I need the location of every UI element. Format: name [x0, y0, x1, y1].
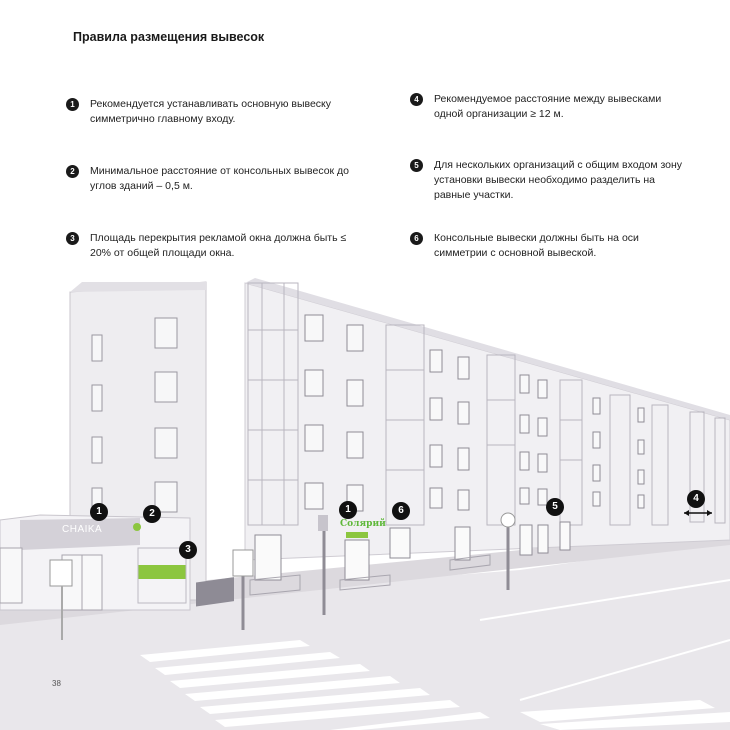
rule-text: Минимальное расстояние от консольных выв… — [90, 165, 350, 192]
shop-sign-chaika: CHAIKA — [62, 524, 103, 535]
rule-number-badge: 4 — [410, 93, 423, 106]
shop-sign-solyarium: Солярий — [340, 519, 386, 529]
rule-1: 1 Рекомендуется устанавливать основную в… — [66, 97, 356, 127]
rule-5: 5 Для нескольких организаций с общим вхо… — [410, 158, 685, 203]
rule-text: Для нескольких организаций с общим входо… — [434, 159, 683, 201]
rule-number-badge: 6 — [410, 232, 423, 245]
illustration-marker: 4 — [687, 490, 705, 508]
rule-6: 6 Консольные вывески должны быть на оси … — [410, 231, 685, 261]
illustration-marker: 2 — [143, 505, 161, 523]
rule-text: Рекомендуемое расстояние между вывесками… — [434, 93, 662, 120]
illustration-marker: 3 — [179, 541, 197, 559]
illustration-marker: 6 — [392, 502, 410, 520]
rule-2: 2 Минимальное расстояние от консольных в… — [66, 164, 366, 194]
crosswalk — [140, 640, 730, 730]
street-illustration — [0, 278, 730, 730]
rule-number-badge: 1 — [66, 98, 79, 111]
rule-number-badge: 5 — [410, 159, 423, 172]
rule-text: Площадь перекрытия рекламой окна должна … — [90, 232, 347, 259]
rule-4: 4 Рекомендуемое расстояние между вывеска… — [410, 92, 690, 122]
illustration-marker: 1 — [339, 501, 357, 519]
corner-shop — [0, 514, 191, 640]
rule-number-badge: 3 — [66, 232, 79, 245]
illustration-marker: 1 — [90, 503, 108, 521]
illustration-marker: 5 — [546, 498, 564, 516]
rule-text: Рекомендуется устанавливать основную выв… — [90, 98, 332, 125]
rule-text: Консольные вывески должны быть на оси си… — [434, 232, 639, 259]
long-building — [244, 278, 730, 596]
rule-number-badge: 2 — [66, 165, 79, 178]
page-number: 38 — [52, 679, 61, 688]
page-title: Правила размещения вывесок — [73, 30, 265, 44]
rule-3: 3 Площадь перекрытия рекламой окна должн… — [66, 231, 366, 261]
